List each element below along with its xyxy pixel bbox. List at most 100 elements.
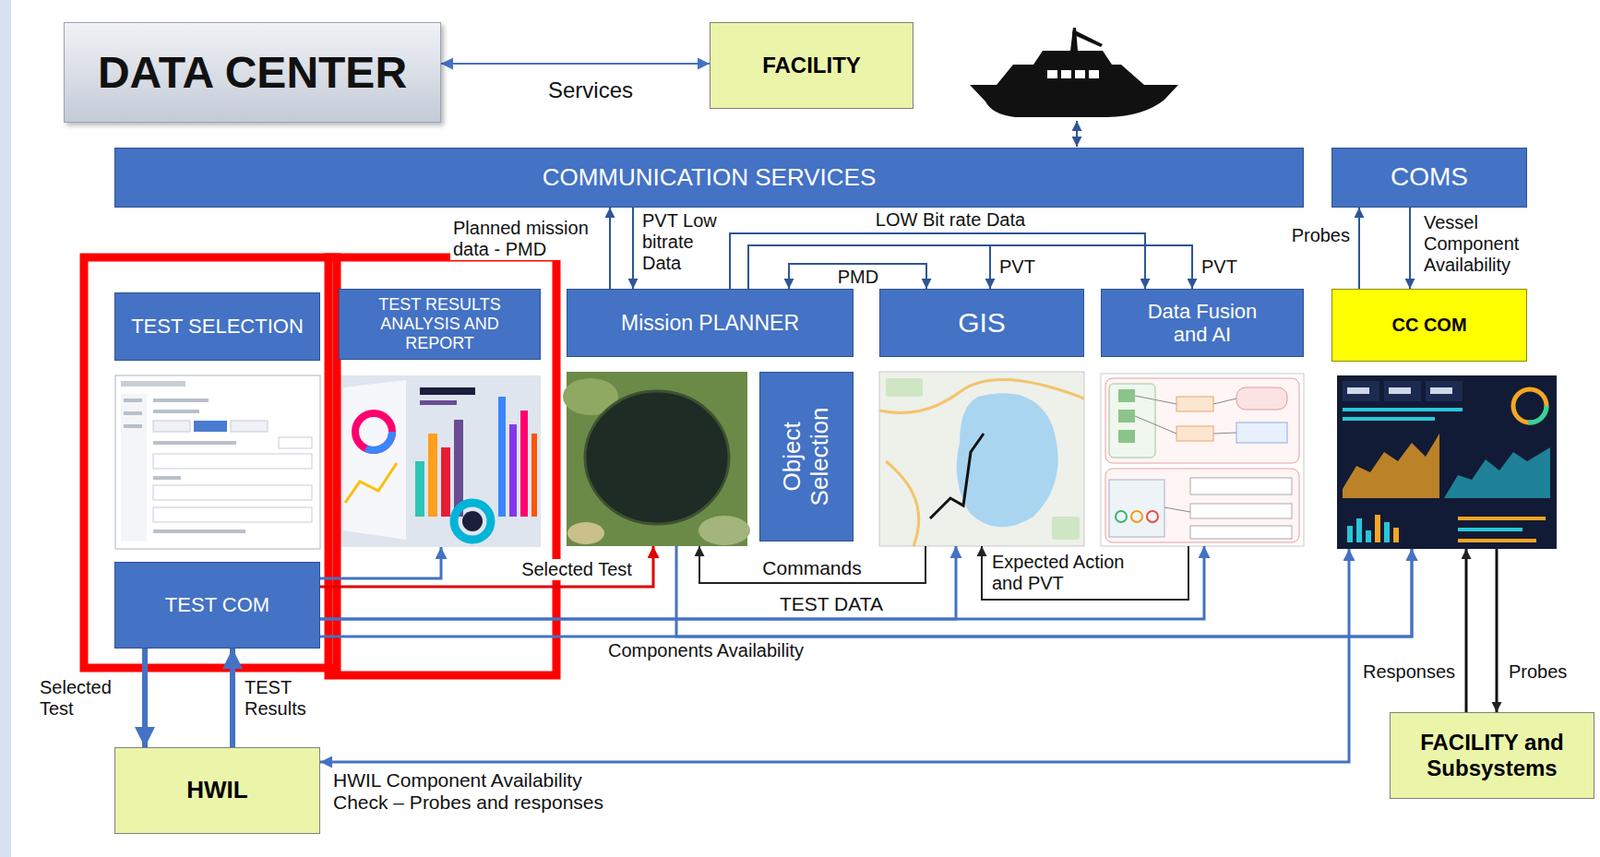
form-screenshot	[153, 441, 237, 445]
ship-icon	[996, 64, 1145, 85]
label-slot: PVT	[996, 256, 1039, 278]
connector	[441, 62, 710, 65]
satellite-lake-image	[567, 522, 605, 545]
node-label: Mission PLANNER	[620, 310, 800, 335]
dashboard-screenshot	[1457, 527, 1523, 532]
connector-label: TEST DATA	[776, 593, 886, 616]
dashboard-screenshot	[1384, 522, 1390, 543]
dashboard-screenshot	[1342, 417, 1435, 421]
label-slot: Vessel Component Availability	[1420, 212, 1541, 276]
connector-label: Probes	[1289, 225, 1353, 247]
dashboard-screenshot	[1374, 514, 1381, 543]
data-fusion-diagram	[1105, 378, 1300, 464]
report-illustration	[428, 433, 438, 517]
connector-label: PMD	[835, 266, 882, 288]
node-label: FACILITY	[762, 52, 861, 79]
node-label: TEST SELECTION	[131, 314, 304, 338]
ship-icon	[1074, 70, 1086, 79]
connector	[320, 547, 442, 579]
box-fill: FACILITY and Subsystems	[1389, 712, 1595, 800]
report-illustration	[531, 433, 538, 517]
connector	[729, 233, 1146, 289]
report-illustration	[509, 424, 517, 517]
connector-label: Selected Test	[36, 677, 137, 720]
connector	[320, 546, 956, 620]
facility-box: FACILITY	[709, 22, 914, 109]
data-fusion-diagram	[1118, 429, 1135, 443]
dashboard-screenshot	[1384, 381, 1421, 402]
form-screenshot	[153, 476, 181, 480]
gis-map	[885, 461, 920, 547]
data-fusion-diagram	[1190, 477, 1292, 495]
box-fill: TEST COM	[114, 561, 321, 649]
report-illustration	[419, 400, 457, 406]
ship-icon	[1088, 70, 1099, 79]
data-fusion-diagram	[1134, 416, 1177, 434]
connector	[320, 549, 1412, 637]
connector-label: Services	[545, 77, 636, 104]
connector	[632, 207, 634, 289]
data-fusion-diagram	[1109, 479, 1165, 538]
label-slot: Responses	[1360, 661, 1458, 683]
bus-band: COMMUNICATION SERVICES	[114, 147, 1304, 208]
data-fusion-diagram	[1164, 507, 1191, 513]
node-label: TEST RESULTS ANALYSIS AND REPORT	[352, 295, 528, 353]
label-slot: Probes	[1286, 225, 1353, 247]
dashboard-screenshot	[1347, 387, 1370, 395]
data-fusion-diagram	[1115, 511, 1127, 523]
label-slot: TEST DATA	[773, 593, 890, 616]
connector	[608, 207, 611, 289]
connector	[142, 648, 148, 748]
form-screenshot	[123, 424, 143, 429]
box-fill: GIS	[879, 288, 1085, 358]
data-fusion-diagram	[1118, 409, 1135, 423]
highlight-frame	[83, 257, 337, 669]
data-fusion-diagram	[1131, 511, 1143, 523]
module-panel: GIS	[879, 288, 1085, 547]
label-slot: Services	[535, 77, 646, 104]
report-illustration	[498, 396, 506, 517]
node-label: GIS	[957, 307, 1006, 340]
node-label: HWIL	[186, 776, 248, 805]
form-screenshot	[193, 420, 227, 432]
data-fusion-diagram	[1213, 398, 1237, 405]
connector	[748, 245, 991, 289]
label-slot: LOW Bit rate Data	[871, 209, 1029, 231]
connector-label: Expected Action and PVT	[989, 551, 1137, 595]
dashboard-screenshot	[1457, 516, 1546, 521]
connector	[981, 546, 1189, 600]
connector-label: LOW Bit rate Data	[872, 209, 1028, 231]
dashboard-screenshot	[1393, 527, 1399, 543]
module-panel: TEST SELECTION	[114, 292, 321, 550]
node-label: COMS	[1390, 162, 1469, 192]
connector	[1358, 207, 1361, 289]
gis-map	[879, 371, 1085, 547]
label-slot: HWIL Component Availability Check – Prob…	[330, 769, 617, 814]
data-fusion-diagram	[1134, 395, 1177, 405]
report-illustration	[338, 375, 541, 548]
form-screenshot	[115, 375, 321, 550]
satellite-lake-image	[698, 515, 751, 546]
box-fill: Mission PLANNER	[566, 288, 854, 358]
module-panel: CC COM	[1331, 288, 1557, 550]
box-fill: CC COM	[1331, 288, 1528, 362]
connector	[1465, 549, 1469, 713]
node-label: COMMUNICATION SERVICES	[542, 164, 877, 192]
dashboard-screenshot	[1342, 433, 1440, 499]
gis-map	[956, 393, 1059, 527]
box-fill: TEST SELECTION	[114, 292, 321, 361]
connector-label: PVT	[996, 256, 1039, 278]
report-illustration	[355, 413, 393, 451]
data-fusion-diagram	[1176, 426, 1214, 442]
dashboard-screenshot	[1513, 389, 1547, 423]
gis-map	[930, 433, 984, 519]
report-illustration	[345, 463, 397, 503]
box-fill: TEST RESULTS ANALYSIS AND REPORT	[338, 288, 541, 360]
form-screenshot	[123, 398, 143, 403]
report-illustration	[520, 410, 528, 517]
box-fill: COMS	[1331, 147, 1528, 208]
data-fusion-diagram	[1100, 373, 1304, 547]
dashboard-screenshot	[1342, 381, 1380, 402]
